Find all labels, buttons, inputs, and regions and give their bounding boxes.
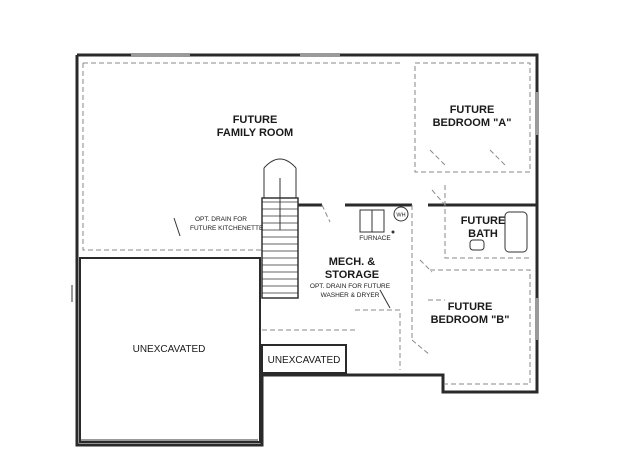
water-heater-icon [393,206,409,222]
stair [261,158,299,299]
bedroom-b-outline [419,259,531,385]
water-heater-label: WH [396,213,405,219]
furnace-unit [359,209,385,233]
unexcavated-small-label: UNEXCAVATED [268,355,341,366]
kitchenette-drain-leader [173,217,181,237]
unexcavated-large-label: UNEXCAVATED [133,344,206,355]
mech-room-walls [262,203,537,370]
mech-storage-label: MECH. &STORAGE [325,256,379,281]
bath-fixtures [431,185,530,259]
small-unexcavated-box [261,344,347,374]
floor-drain-icon [391,230,395,234]
unexcavated-block [71,257,261,443]
family-room-outline [82,62,400,251]
washer-drain-leader [379,289,391,309]
exterior-walls [75,53,539,447]
furnace-label: FURNACE [359,235,391,242]
bedroom-a-outline [414,62,531,173]
windows [131,53,539,340]
